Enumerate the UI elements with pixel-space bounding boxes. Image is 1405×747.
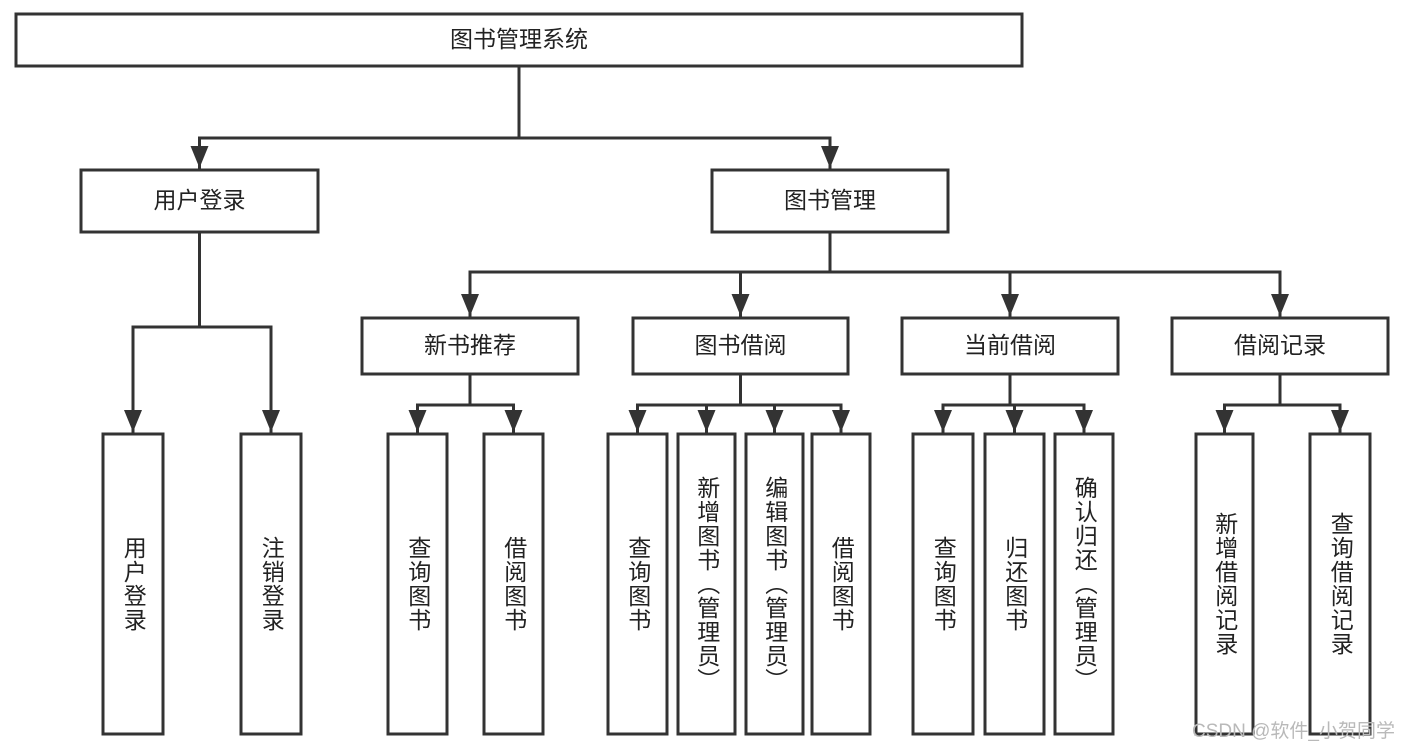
arrow-leaf-1-1 xyxy=(504,410,523,432)
arrow-leaf-3-2 xyxy=(1075,410,1093,432)
level3-label-1: 图书借阅 xyxy=(695,332,787,358)
level2-box-1[interactable] xyxy=(710,168,950,234)
arrow-leaf-2-0 xyxy=(628,410,647,432)
arrow-level3-1 xyxy=(731,294,750,316)
arrow-leaf-0-1 xyxy=(262,410,280,432)
arrow-level3-3 xyxy=(1271,294,1289,316)
leaf-box-4[interactable] xyxy=(606,432,669,736)
arrow-leaf-4-1 xyxy=(1331,410,1349,432)
arrow-level3-0 xyxy=(461,294,479,316)
arrow-leaf-3-1 xyxy=(1005,410,1024,432)
leaf-box-7[interactable] xyxy=(810,432,872,736)
level3-box-2[interactable] xyxy=(900,316,1120,376)
arrow-leaf-3-0 xyxy=(934,410,952,432)
leaf-box-3[interactable] xyxy=(482,432,545,736)
arrow-leaf-4-0 xyxy=(1215,410,1234,432)
arrow-level3-2 xyxy=(1001,294,1019,316)
arrow-leaf-0-0 xyxy=(124,410,142,432)
level3-box-1[interactable] xyxy=(631,316,850,376)
arrow-leaf-2-1 xyxy=(697,410,716,432)
level3-label-0: 新书推荐 xyxy=(424,332,516,358)
leaf-box-5[interactable] xyxy=(676,432,737,736)
level3-label-2: 当前借阅 xyxy=(964,332,1056,358)
leaf-box-6[interactable] xyxy=(744,432,805,736)
connector-layer xyxy=(124,64,1349,434)
arrow-level2-0 xyxy=(190,146,209,168)
arrow-leaf-2-3 xyxy=(832,410,850,432)
root-box-0[interactable] xyxy=(14,12,1024,68)
watermark-credit: CSDN @软件_小贺同学 xyxy=(1192,721,1395,742)
arrow-leaf-2-2 xyxy=(765,410,784,432)
level2-box-0[interactable] xyxy=(79,168,320,234)
leaf-box-1[interactable] xyxy=(239,432,303,736)
arrow-level2-1 xyxy=(821,146,839,168)
leaf-box-8[interactable] xyxy=(911,432,975,736)
level3-label-3: 借阅记录 xyxy=(1234,332,1326,358)
arrow-leaf-1-0 xyxy=(408,410,427,432)
leaf-box-12[interactable] xyxy=(1308,432,1372,736)
leaf-box-10[interactable] xyxy=(1053,432,1115,736)
leaf-box-9[interactable] xyxy=(983,432,1046,736)
node-box-layer xyxy=(14,12,1390,736)
leaf-box-0[interactable] xyxy=(101,432,165,736)
root-label-0: 图书管理系统 xyxy=(450,26,588,52)
level3-box-0[interactable] xyxy=(360,316,580,376)
level3-box-3[interactable] xyxy=(1170,316,1390,376)
leaf-box-11[interactable] xyxy=(1194,432,1255,736)
level2-label-1: 图书管理 xyxy=(784,187,876,213)
level2-label-0: 用户登录 xyxy=(154,187,246,213)
leaf-box-2[interactable] xyxy=(386,432,449,736)
